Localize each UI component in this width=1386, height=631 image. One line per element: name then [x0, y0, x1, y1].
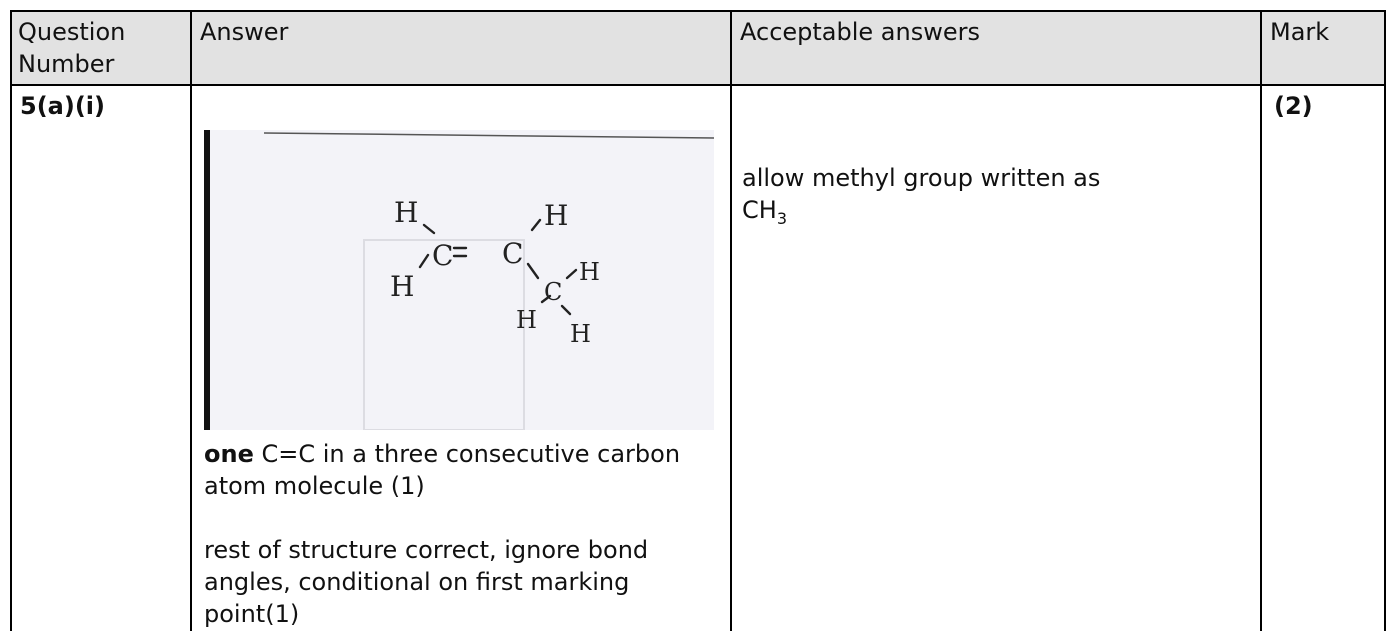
header-mark-label: Mark — [1270, 18, 1330, 46]
molecule-structure-image: H C C H H C H H H — [204, 130, 714, 430]
atom-h: H — [394, 196, 418, 229]
header-question-number-label: Question Number — [18, 18, 126, 78]
header-answer-label: Answer — [200, 18, 289, 46]
grid-line — [1260, 10, 1262, 631]
mark-value: (2) — [1274, 92, 1313, 120]
header-question-number: Question Number — [10, 10, 190, 86]
atom-h: H — [579, 258, 600, 286]
atom-h: H — [390, 270, 414, 303]
formula-main: CH — [742, 196, 777, 224]
header-answer: Answer — [192, 10, 730, 86]
acceptable-answer-formula: CH3 — [742, 194, 1250, 226]
atom-c: C — [544, 278, 562, 306]
header-acceptable-answers: Acceptable answers — [732, 10, 1260, 86]
emphasis-one: one — [204, 440, 254, 468]
atom-c: C — [502, 237, 523, 270]
atom-c: C — [432, 239, 453, 272]
molecule-drawing: H C C H H C H H H — [263, 132, 714, 430]
mark-cell: (2) — [1262, 88, 1384, 631]
marking-point-1-text: C=C in a three consecutive carbon atom m… — [204, 440, 681, 500]
grid-line — [10, 10, 12, 631]
scan-edge — [204, 130, 210, 430]
answer-text: one C=C in a three consecutive carbon at… — [204, 438, 724, 630]
mark-scheme-table: Question Number Answer Acceptable answer… — [10, 10, 1386, 631]
atom-h: H — [544, 199, 568, 232]
marking-point-2: rest of structure correct, ignore bond a… — [204, 536, 649, 628]
marking-point-1: one C=C in a three consecutive carbon at… — [204, 438, 724, 502]
question-number-cell: 5(a)(i) — [12, 88, 190, 631]
grid-line — [190, 10, 192, 631]
atom-h: H — [570, 320, 591, 348]
acceptable-answer-line: allow methyl group written as — [742, 164, 1101, 192]
header-mark: Mark — [1262, 10, 1386, 86]
atom-h: H — [516, 306, 537, 334]
grid-line — [730, 10, 732, 631]
question-number: 5(a)(i) — [20, 92, 105, 120]
formula-subscript: 3 — [776, 208, 787, 228]
acceptable-answers-cell: allow methyl group written as CH3 — [732, 88, 1260, 631]
header-acceptable-label: Acceptable answers — [740, 18, 980, 46]
grid-line — [1384, 10, 1386, 631]
answer-cell: H C C H H C H H H one C=C in a three con… — [192, 88, 730, 631]
